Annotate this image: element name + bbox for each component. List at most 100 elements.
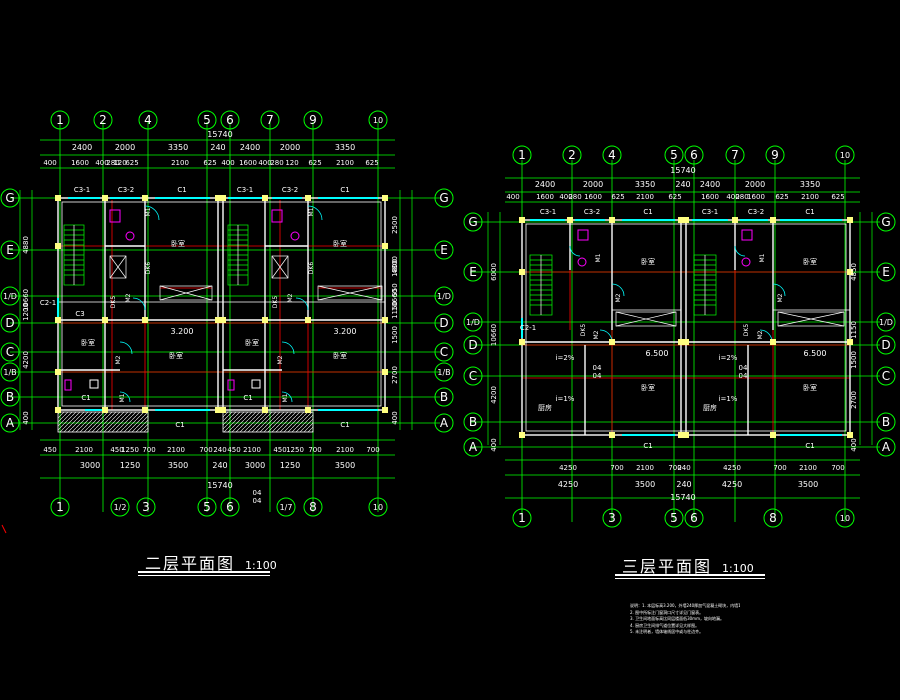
- column-square: [609, 339, 615, 345]
- dim-top-primary: 2000: [115, 143, 135, 152]
- axis-bubble-top-circle: [765, 145, 785, 165]
- column-square: [55, 407, 61, 413]
- room-label: 卧室: [245, 338, 259, 347]
- dim-right: 2700: [850, 391, 858, 409]
- dim-right: 1500: [391, 326, 399, 344]
- door-label: DK5: [272, 296, 279, 309]
- axis-bubble-left-circle: [0, 387, 20, 407]
- door-label: DK5: [580, 324, 587, 337]
- dim-right: 1500: [850, 351, 858, 369]
- axis-bubble-top-circle: [138, 110, 158, 130]
- column-square: [305, 317, 311, 323]
- axis-bubble-right-circle: [434, 313, 454, 333]
- section-mark: 04: [739, 372, 748, 380]
- column-square: [55, 195, 61, 201]
- column-square: [262, 195, 268, 201]
- axis-bubble-right-circle: [434, 188, 454, 208]
- dim-top-secondary: 400: [726, 193, 739, 201]
- slope-mark: i=1%: [719, 395, 738, 403]
- window-label: C3-1: [74, 186, 90, 194]
- axis-bubble-right-circle: [876, 366, 896, 386]
- axis-bubble-top-circle: [725, 145, 745, 165]
- axis-bubble-top-circle: [303, 110, 323, 130]
- door-label: M1: [308, 207, 315, 216]
- axis-bubble-top-circle: [260, 110, 280, 130]
- dim-top-secondary: 1600: [747, 193, 765, 201]
- column-square: [142, 407, 148, 413]
- door-label: M2: [125, 293, 132, 302]
- axis-bubble-top-label: 9: [771, 148, 779, 162]
- room-label: 卧室: [641, 257, 655, 266]
- column-square: [142, 317, 148, 323]
- window-label: C3-1: [702, 208, 718, 216]
- axis-bubble-top-label: 9: [309, 113, 317, 127]
- axis-bubble-left-label: 1/D: [3, 292, 17, 301]
- axis-bubble-left-label: D: [468, 338, 477, 352]
- dim-top-secondary: 400: [559, 193, 572, 201]
- window-label: C3-1: [540, 208, 556, 216]
- axis-bubble-left-circle: [0, 188, 20, 208]
- dimension-lines-3f: [487, 177, 873, 499]
- dim-bottom-secondary: 700: [308, 446, 321, 454]
- axis-bubble-right-label: 1/D: [437, 292, 451, 301]
- axis-bubble-right-circle: [876, 262, 896, 282]
- window-label: C1: [805, 442, 814, 450]
- room-division-lines: [58, 200, 385, 410]
- dim-top-secondary: 625: [365, 159, 378, 167]
- dim-right: 400: [850, 438, 858, 451]
- axis-bubble-bottom-circle: [602, 508, 622, 528]
- dim-bottom-secondary: 450: [273, 446, 286, 454]
- column-square: [382, 369, 388, 375]
- column-square: [519, 339, 525, 345]
- dim-right: 2500: [391, 216, 399, 234]
- axis-bubble-bottom-circle: [110, 497, 130, 517]
- axis-bubble-top-circle: [368, 110, 388, 130]
- dim-left: 4200: [490, 386, 498, 404]
- dim-bottom-primary: 240: [676, 480, 691, 489]
- axis-bubble-left-label: C: [469, 369, 477, 383]
- dim-top-secondary: 625: [203, 159, 216, 167]
- section-mark: 04: [593, 364, 602, 372]
- dim-bottom-secondary: 1250: [121, 446, 139, 454]
- dim-right: 2700: [391, 366, 399, 384]
- dim-bottom-primary: 240: [212, 461, 227, 470]
- axis-bubble-top-circle: [50, 110, 70, 130]
- axis-bubble-top-label: 10: [373, 116, 383, 125]
- dim-top-primary: 2400: [700, 180, 720, 189]
- dim-top-secondary: 280: [568, 193, 581, 201]
- window-label: C1: [643, 442, 652, 450]
- column-square: [678, 432, 684, 438]
- axis-bubble-bottom-label: 8: [769, 511, 777, 525]
- column-square: [55, 369, 61, 375]
- axis-bubble-left-circle: [0, 313, 20, 333]
- axis-bubble-top-label: 2: [568, 148, 576, 162]
- door-label: M2: [615, 293, 622, 302]
- window-label: C1: [243, 394, 252, 402]
- dim-bottom-primary: 4250: [722, 480, 742, 489]
- column-square: [382, 407, 388, 413]
- dim-top-secondary: 1600: [701, 193, 719, 201]
- elevation-mark: 3.200: [171, 327, 194, 336]
- dim-bottom-secondary: 700: [142, 446, 155, 454]
- column-square: [770, 432, 776, 438]
- axis-bubble-left-circle: [463, 212, 483, 232]
- dim-right: 4800: [391, 256, 399, 274]
- dim-bottom-secondary: 2100: [75, 446, 93, 454]
- dim-bottom-secondary: 450: [110, 446, 123, 454]
- axis-bubble-left-label: A: [469, 440, 478, 454]
- door-label: M2: [777, 293, 784, 302]
- column-square: [609, 432, 615, 438]
- door-label: M2: [757, 330, 764, 339]
- door-label: M1: [759, 253, 766, 262]
- bathroom-fixtures-3f: [577, 229, 753, 267]
- column-square: [519, 217, 525, 223]
- dim-bottom-secondary: 2100: [243, 446, 261, 454]
- axis-bubble-bottom-label: 1: [518, 511, 526, 525]
- dim-overall-bottom: 15740: [670, 493, 695, 502]
- structural-columns: [55, 195, 388, 413]
- axis-bubble-right-circle: [434, 362, 454, 382]
- axis-bubble-left-label: B: [6, 390, 14, 404]
- axis-bubble-left-label: A: [6, 416, 15, 430]
- axis-bubble-right-circle: [434, 387, 454, 407]
